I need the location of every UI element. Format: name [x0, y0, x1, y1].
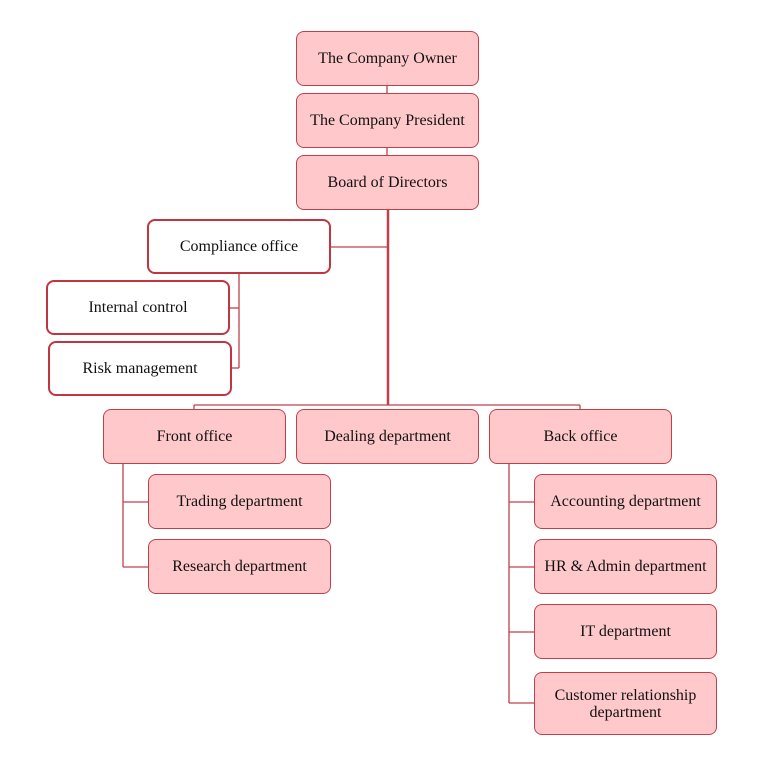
node-label: Risk management [82, 360, 198, 377]
node-label: Back office [543, 428, 618, 445]
node-label: The Company President [310, 112, 465, 129]
node-front-office: Front office [103, 409, 286, 464]
node-dealing-department: Dealing department [296, 409, 479, 464]
node-label: Front office [156, 428, 233, 445]
node-label: Research department [172, 558, 307, 575]
node-label: Board of Directors [327, 174, 448, 191]
node-company-president: The Company President [296, 93, 479, 148]
node-label: The Company Owner [318, 50, 457, 67]
node-trading-department: Trading department [148, 474, 331, 529]
node-compliance-office: Compliance office [147, 219, 331, 274]
node-label: Trading department [176, 493, 303, 510]
node-internal-control: Internal control [46, 280, 230, 335]
node-board-of-directors: Board of Directors [296, 155, 479, 210]
node-label: Compliance office [179, 238, 299, 255]
node-label: Dealing department [324, 428, 451, 445]
node-company-owner: The Company Owner [296, 31, 479, 86]
node-risk-management: Risk management [48, 341, 232, 396]
node-accounting-department: Accounting department [534, 474, 717, 529]
node-label: Internal control [88, 299, 188, 316]
node-customer-relationship-department: Customer relationship department [534, 672, 717, 735]
node-label: IT department [580, 623, 671, 640]
node-label: Accounting department [550, 493, 701, 510]
node-it-department: IT department [534, 604, 717, 659]
node-label: HR & Admin department [544, 558, 707, 575]
node-hr-admin-department: HR & Admin department [534, 539, 717, 594]
node-back-office: Back office [489, 409, 672, 464]
node-label: Customer relationship department [554, 686, 697, 721]
node-research-department: Research department [148, 539, 331, 594]
